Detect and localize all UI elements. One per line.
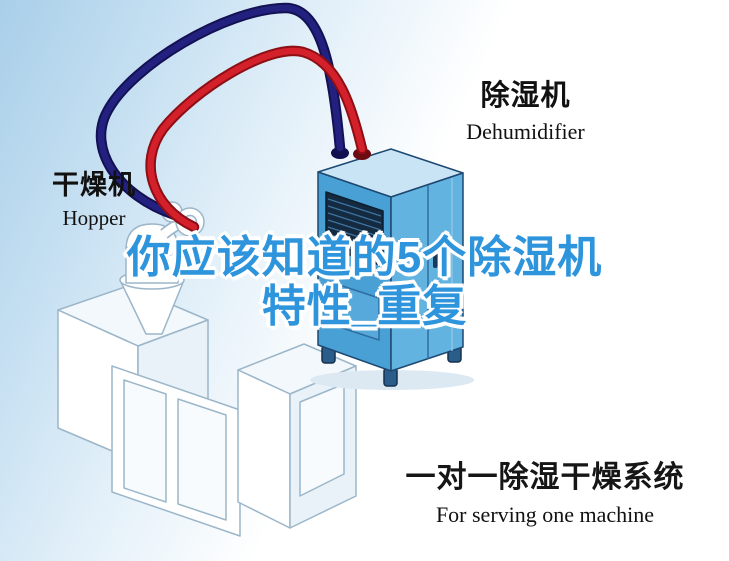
dehumidifier-label: 除湿机 Dehumidifier: [438, 72, 613, 145]
dehumidifier-grille: [325, 191, 384, 267]
dehumidifier-label-en: Dehumidifier: [466, 119, 585, 144]
caption-en: For serving one machine: [435, 502, 655, 527]
navy-hose: [97, 4, 344, 219]
hoses: [95, 2, 368, 233]
dehumidifier-label-cn: 除湿机: [480, 80, 571, 112]
headline-line1: 你应该知道的5个除湿机: [126, 233, 603, 282]
caption: 一对一除湿干燥系统 For serving one machine: [398, 452, 692, 528]
red-hose: [147, 47, 366, 231]
headline-line2: 特性_重复: [261, 282, 468, 331]
dryer-label-cn: 干燥机: [52, 170, 136, 200]
dryer-label: 干燥机 Hopper: [36, 163, 152, 231]
molding-machine-illustration: [57, 201, 357, 537]
dehumidifier-illustration: [310, 147, 474, 390]
door-handle: [433, 252, 438, 268]
dryer-label-en: Hopper: [62, 206, 126, 230]
caption-cn: 一对一除湿干燥系统: [405, 461, 685, 494]
headline: 你应该知道的5个除湿机 特性_重复: [0, 233, 729, 331]
